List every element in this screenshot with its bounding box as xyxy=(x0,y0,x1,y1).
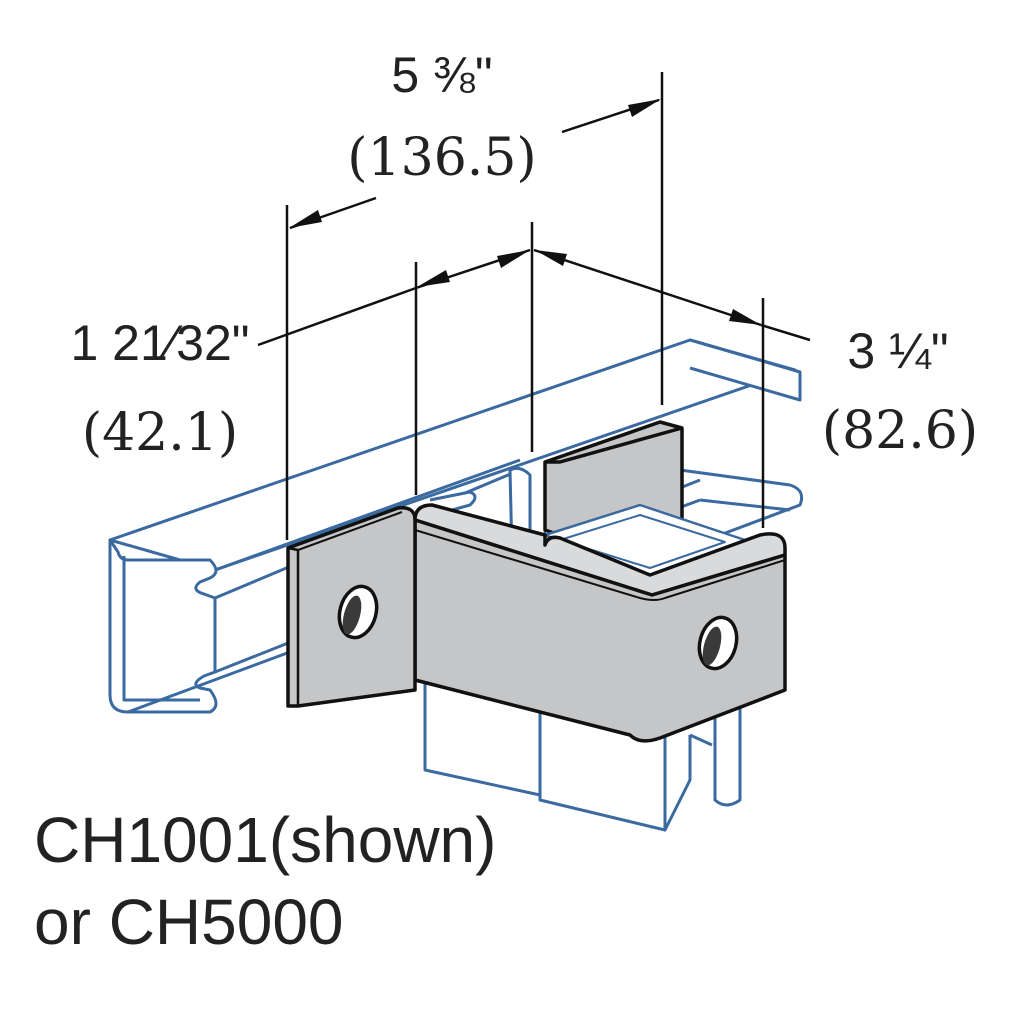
overall-dimension-inches: 5 ⅜" xyxy=(391,47,492,103)
right-leg-dimension-inches: 3 ¼" xyxy=(847,323,948,379)
arrowhead-left-leg-2 xyxy=(497,250,530,268)
left-leg-dimension-inches: 1 21⁄32" xyxy=(70,315,249,371)
caption-part-number: CH1001(shown) xyxy=(34,804,497,876)
dimension-lines xyxy=(257,72,811,540)
arrowhead-overall-right xyxy=(628,99,661,117)
strut-channel xyxy=(108,338,804,714)
arrowhead-right-leg-2 xyxy=(729,309,761,325)
arrowhead-overall-left xyxy=(289,210,322,228)
left-leg-dimension-mm: (42.1) xyxy=(82,403,238,463)
right-leg-dimension-mm: (82.6) xyxy=(822,401,978,461)
dimension-labels: 5 ⅜" (136.5) 1 21⁄32" (42.1) 3 ¼" (82.6) xyxy=(70,47,978,463)
arrowhead-left-leg-1 xyxy=(417,270,450,287)
arrowhead-right-leg-1 xyxy=(535,250,567,266)
caption-alternate-part: or CH5000 xyxy=(34,886,344,958)
bracket xyxy=(286,420,787,743)
overall-dimension-mm: (136.5) xyxy=(347,128,536,188)
dimension-arrowheads xyxy=(289,99,761,325)
